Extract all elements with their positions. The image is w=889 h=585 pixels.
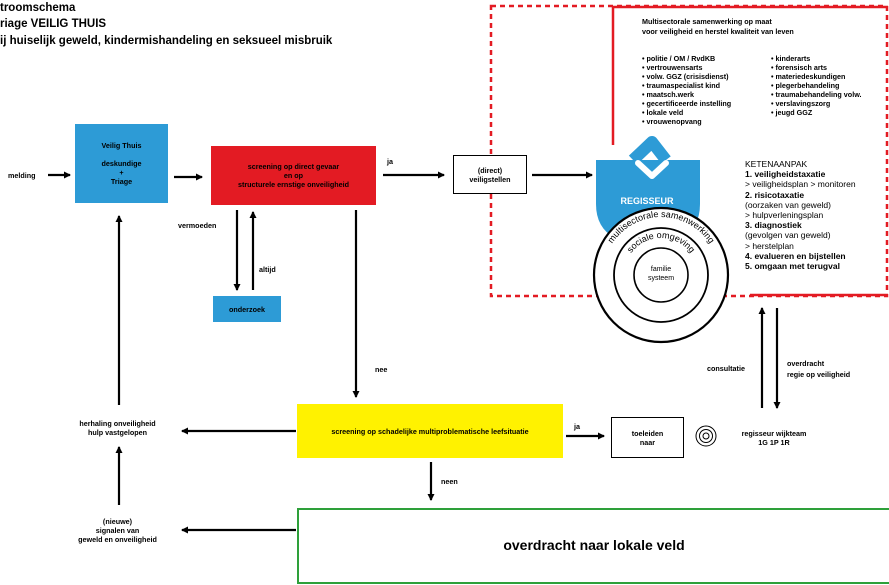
- partner-item: • maatsch.werk: [642, 90, 695, 99]
- veilig-thuis-line: deskundige: [101, 159, 142, 168]
- panel-title-1: Multisectorale samenwerking op maat: [642, 17, 772, 26]
- herhaling-line2: hulp vastgelopen: [87, 428, 148, 437]
- header-title: troomschema: [0, 2, 76, 14]
- shield-top-icon: [628, 136, 671, 165]
- partner-item: • volw. GGZ (crisisdienst): [642, 72, 729, 81]
- onderzoek-box: onderzoek: [213, 296, 281, 322]
- partner-item: • gecertificeerde instelling: [642, 99, 732, 108]
- label-overdracht-1: overdracht: [787, 359, 825, 368]
- regisseur-label: REGISSEUR: [620, 196, 674, 206]
- partner-item: • politie / OM / RvdKB: [642, 54, 716, 63]
- screening2-label: screening op schadelijke multiproblemati…: [331, 426, 529, 436]
- label-consultatie: consultatie: [707, 364, 745, 373]
- header-subtitle: riage VEILIG THUIS: [0, 18, 107, 30]
- label-ja-2: ja: [574, 422, 580, 431]
- veilig-thuis-plus: +: [119, 168, 124, 177]
- label-nee-2: neen: [441, 477, 458, 486]
- label-vermoeden: vermoeden: [178, 221, 217, 230]
- partner-item: • jeugd GGZ: [771, 108, 813, 117]
- partner-item: • vertrouwensarts: [642, 63, 703, 72]
- toeleiden-line1: toeleiden: [631, 428, 664, 438]
- screening1-line2: en op: [283, 171, 304, 180]
- label-ja-1: ja: [387, 157, 393, 166]
- toeleiden-box: toeleiden naar: [611, 417, 684, 458]
- ring-inner: [633, 247, 689, 303]
- ring-inner-label: familie systeem: [634, 266, 688, 284]
- panel-title-2: voor veiligheid en herstel kwaliteit van…: [642, 27, 794, 36]
- shield-check-icon: [635, 160, 669, 179]
- label-melding: melding: [8, 171, 36, 180]
- ketenaanpak-item: > veiligheidsplan > monitoren: [745, 179, 856, 190]
- label-overdracht-2: regie op veiligheid: [787, 370, 851, 379]
- toeleiden-line2: naar: [639, 437, 656, 447]
- regisseur-wijkteam-node: regisseur wijkteam 1G 1P 1R: [724, 423, 824, 453]
- veiligstellen-line2: veiligstellen: [469, 174, 511, 184]
- signalen-line2: signalen van: [95, 525, 140, 535]
- ketenaanpak-title: KETENAANPAK: [745, 159, 808, 169]
- ketenaanpak-item: 4. evalueren en bijstellen: [745, 250, 846, 261]
- screening1-line3: structurele ernstige onveiligheid: [237, 180, 350, 189]
- signalen-line3: geweld en onveiligheid: [78, 534, 157, 544]
- veiligstellen-line1: (direct): [477, 165, 503, 175]
- ketenaanpak-item: > hulpverleningsplan: [745, 209, 824, 220]
- onderzoek-label: onderzoek: [229, 304, 265, 314]
- screening1-line1: screening op direct gevaar: [247, 162, 340, 171]
- partner-item: • verslavingszorg: [771, 99, 831, 108]
- partner-list-right: • kinderarts• forensisch arts• materiede…: [771, 54, 862, 117]
- ketenaanpak-item: 2. risicotaxatie: [745, 189, 805, 200]
- signalen-line1: (nieuwe): [102, 516, 133, 526]
- partner-item: • lokale veld: [642, 108, 684, 117]
- wijkteam-line1: regisseur wijkteam: [741, 429, 807, 438]
- veilig-thuis-title: Veilig Thuis: [101, 141, 142, 150]
- ketenaanpak-item: > herstelplan: [745, 240, 794, 251]
- wijkteam-line2: 1G 1P 1R: [758, 438, 790, 447]
- target-icon-outer: [695, 425, 717, 447]
- signalen-node: (nieuwe) signalen van geweld en onveilig…: [50, 508, 185, 552]
- ketenaanpak-item: (gevolgen van geweld): [745, 230, 831, 241]
- overdracht-lokaal-label: overdracht naar lokale veld: [503, 537, 685, 554]
- overdracht-lokale-veld-box: overdracht naar lokale veld: [297, 508, 889, 584]
- partner-item: • forensisch arts: [771, 63, 828, 72]
- screening-direct-gevaar-box: screening op direct gevaar en op structu…: [211, 146, 376, 205]
- ketenaanpak-item: 1. veiligheidstaxatie: [745, 169, 826, 180]
- header-description: ij huiselijk geweld, kindermishandeling …: [0, 35, 333, 47]
- partner-item: • vrouwenopvang: [642, 117, 702, 126]
- ring-inner-line1: familie: [650, 266, 672, 273]
- partner-item: • plegerbehandeling: [771, 81, 840, 90]
- ketenaanpak-item: 3. diagnostiek: [745, 220, 802, 231]
- ketenaanpak-item: 5. omgaan met terugval: [745, 260, 840, 271]
- ketenaanpak-block: KETENAANPAK 1. veiligheidstaxatie> veili…: [745, 159, 856, 271]
- partner-item: • traumaspecialist kind: [642, 81, 721, 90]
- veilig-thuis-box: Veilig Thuis deskundige + Triage: [75, 124, 168, 203]
- label-altijd: altijd: [259, 265, 276, 274]
- partner-item: • materiedeskundigen: [771, 72, 846, 81]
- herhaling-node: herhaling onveiligheid hulp vastgelopen: [50, 413, 185, 443]
- veiligstellen-box: (direct) veiligstellen: [453, 155, 527, 194]
- partner-list-left: • politie / OM / RvdKB• vertrouwensarts•…: [642, 54, 731, 126]
- veilig-thuis-triage: Triage: [110, 177, 133, 186]
- ring-inner-line2: systeem: [647, 274, 675, 282]
- ketenaanpak-item: (oorzaken van geweld): [745, 199, 831, 210]
- label-nee-1: nee: [375, 365, 388, 374]
- screening-multiproblematisch-box: screening op schadelijke multiproblemati…: [297, 404, 563, 458]
- herhaling-line1: herhaling onveiligheid: [79, 419, 156, 428]
- partner-item: • kinderarts: [771, 54, 811, 63]
- partner-item: • traumabehandeling volw.: [771, 90, 862, 99]
